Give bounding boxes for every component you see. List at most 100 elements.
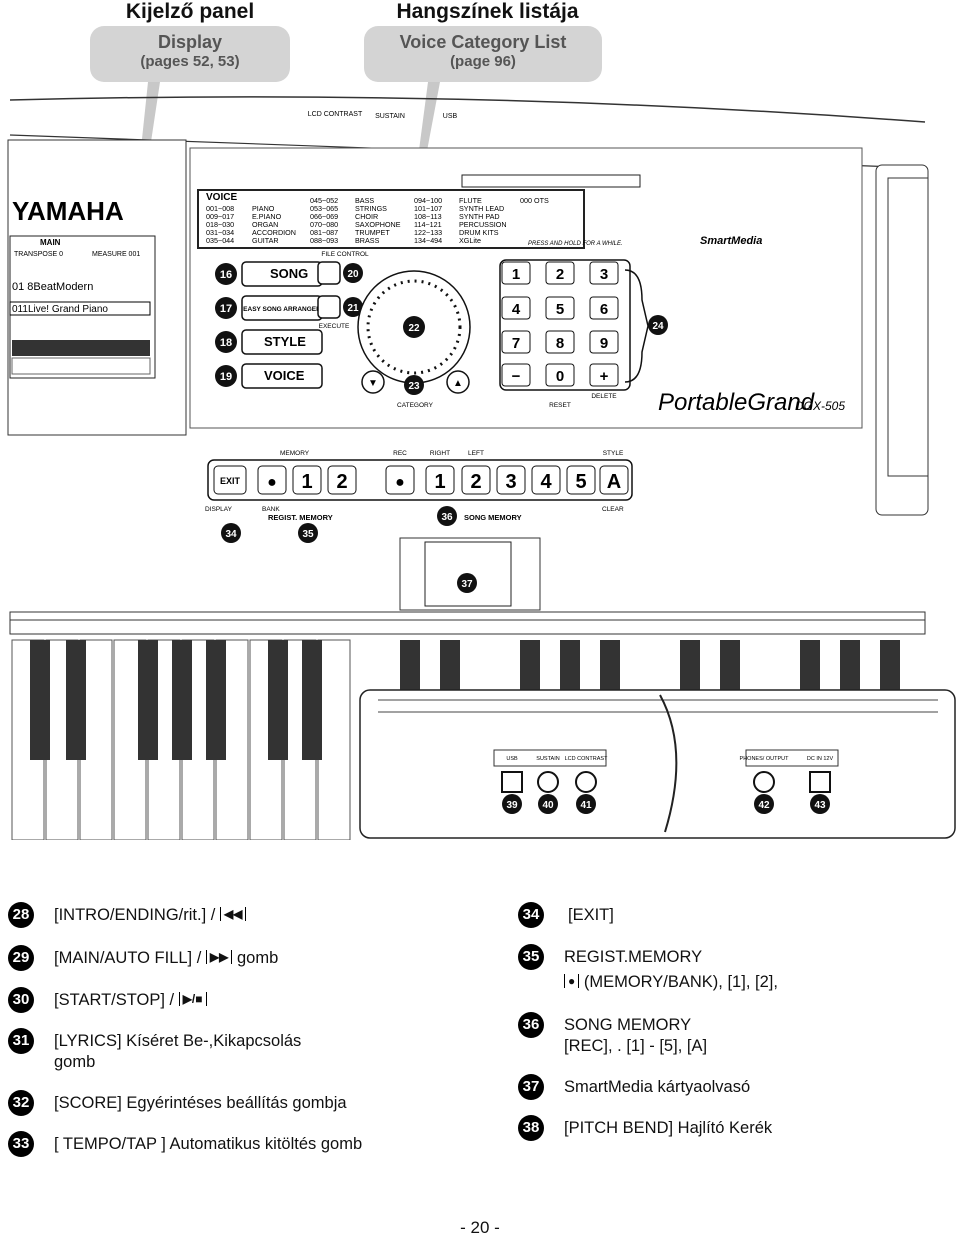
key-7[interactable] xyxy=(501,330,531,354)
category-down-button[interactable] xyxy=(361,370,385,394)
track-1-button[interactable] xyxy=(425,465,455,495)
key-plus[interactable] xyxy=(589,363,619,387)
key-3[interactable] xyxy=(589,261,619,285)
bottom-button-row: EXIT ● 1 2 ● 1 2 3 4 5 A xyxy=(213,465,629,495)
execute-label: EXECUTE xyxy=(319,323,350,330)
chevron-down-icon: ▼ xyxy=(368,378,378,389)
rear-phones-label: PHONES/ OUTPUT xyxy=(740,756,790,762)
key-1[interactable] xyxy=(501,261,531,285)
svg-text:081~087: 081~087 xyxy=(310,228,338,237)
key-6[interactable] xyxy=(589,296,619,320)
memory-bank-button[interactable] xyxy=(257,465,287,495)
svg-text:4: 4 xyxy=(540,471,552,493)
svg-text:1: 1 xyxy=(434,471,445,493)
category-up-button[interactable] xyxy=(446,370,470,394)
voice-header: VOICE xyxy=(206,192,237,203)
svg-text:114~121: 114~121 xyxy=(414,220,442,229)
style-label: STYLE xyxy=(603,450,624,457)
display-callout-sub: (pages 52, 53) xyxy=(140,53,240,70)
svg-text:134~494: 134~494 xyxy=(414,236,442,245)
svg-text:GUITAR: GUITAR xyxy=(252,236,279,245)
voice-callout-title: Voice Category List xyxy=(399,32,567,52)
legend-text-line2: gomb xyxy=(54,1053,96,1071)
usb-port[interactable] xyxy=(501,771,523,793)
svg-text:EXIT: EXIT xyxy=(220,476,241,486)
rear-dcin-label: DC IN 12V xyxy=(807,756,834,762)
regist-2-button[interactable] xyxy=(327,465,357,495)
rear-sustain-label: SUSTAIN xyxy=(536,756,559,762)
svg-text:FLUTE: FLUTE xyxy=(459,196,482,205)
song-memory-label: SONG MEMORY xyxy=(464,513,522,522)
track-4-button[interactable] xyxy=(531,465,561,495)
dc-in-jack[interactable] xyxy=(809,771,831,793)
lcd-transpose: TRANSPOSE 0 xyxy=(14,251,63,258)
svg-text:A: A xyxy=(607,471,621,493)
file-control-button[interactable] xyxy=(317,261,341,285)
keyboard-panel-illustration: LCD CONTRAST SUSTAIN USB YAMAHA MAIN TRA… xyxy=(7,82,956,840)
phones-jack[interactable] xyxy=(753,771,775,793)
sustain-jack[interactable] xyxy=(537,771,559,793)
legend-text: [LYRICS] Kíséret Be-,Kikapcsolás xyxy=(54,1032,302,1050)
rec-button[interactable] xyxy=(385,465,415,495)
key-0[interactable] xyxy=(545,363,575,387)
track-3-button[interactable] xyxy=(496,465,526,495)
memory-label: MEMORY xyxy=(280,450,310,457)
legend-text: SmartMedia kártyaolvasó xyxy=(564,1078,751,1096)
callout-42: 42 xyxy=(758,800,770,811)
svg-text:SAXOPHONE: SAXOPHONE xyxy=(355,220,401,229)
callout-badge: 33 xyxy=(8,1131,34,1157)
track-5-button[interactable] xyxy=(566,465,596,495)
key-4[interactable] xyxy=(501,296,531,320)
svg-text:PERCUSSION: PERCUSSION xyxy=(459,220,507,229)
fast-forward-icon: ▶▶ xyxy=(205,950,233,964)
lcd-voice: 011Live! Grand Piano xyxy=(12,304,108,315)
legend-text: SONG MEMORY xyxy=(564,1016,692,1034)
play-stop-icon: ▶/■ xyxy=(178,992,207,1006)
callout-34: 34 xyxy=(225,529,237,540)
svg-text:101~107: 101~107 xyxy=(414,204,442,213)
lcd-style: 01 8BeatModern xyxy=(12,281,93,293)
lcd-main: MAIN xyxy=(40,238,61,247)
bank-label: BANK xyxy=(262,506,280,513)
legend-text: [START/STOP] / xyxy=(54,991,175,1009)
svg-text:088~093: 088~093 xyxy=(310,236,338,245)
press-hold-note: PRESS AND HOLD FOR A WHILE. xyxy=(528,241,623,247)
numeric-keypad: 1 2 3 4 5 6 7 8 9 − 0 + xyxy=(499,259,631,391)
svg-text:SONG: SONG xyxy=(270,266,308,281)
svg-text:9: 9 xyxy=(600,335,608,352)
svg-text:066~069: 066~069 xyxy=(310,212,338,221)
record-icon: ● xyxy=(564,974,580,988)
regist-1-button[interactable] xyxy=(292,465,322,495)
track-2-button[interactable] xyxy=(461,465,491,495)
svg-text:●: ● xyxy=(395,474,405,491)
svg-text:001~008: 001~008 xyxy=(206,204,234,213)
svg-text:6: 6 xyxy=(600,301,608,318)
display-callout-title: Display xyxy=(157,32,223,52)
svg-text:BRASS: BRASS xyxy=(355,236,380,245)
callout-40: 40 xyxy=(542,800,554,811)
svg-text:4: 4 xyxy=(512,301,521,318)
legend-text: REGIST.MEMORY xyxy=(564,948,703,966)
legend-text: [ TEMPO/TAP ] Automatikus kitöltés gomb xyxy=(54,1135,363,1153)
voice-button[interactable] xyxy=(241,363,323,389)
key-8[interactable] xyxy=(545,330,575,354)
key-5[interactable] xyxy=(545,296,575,320)
svg-text:TRUMPET: TRUMPET xyxy=(355,228,390,237)
callout-23: 23 xyxy=(408,381,420,392)
execute-button[interactable] xyxy=(317,295,341,319)
style-button[interactable] xyxy=(241,329,323,355)
reset-label: RESET xyxy=(549,402,571,409)
jack-label-lcd: LCD CONTRAST xyxy=(308,111,363,118)
svg-text:SYNTH PAD: SYNTH PAD xyxy=(459,212,500,221)
lcd-contrast-knob[interactable] xyxy=(575,771,597,793)
exit-button[interactable] xyxy=(213,465,247,495)
svg-text:031~034: 031~034 xyxy=(206,228,234,237)
svg-text:3: 3 xyxy=(505,471,516,493)
key-minus[interactable] xyxy=(501,363,531,387)
key-2[interactable] xyxy=(545,261,575,285)
key-9[interactable] xyxy=(589,330,619,354)
svg-text:2: 2 xyxy=(470,471,481,493)
callout-badge: 38 xyxy=(518,1115,544,1141)
track-a-button[interactable] xyxy=(599,465,629,495)
legend-text-suffix: gomb xyxy=(236,949,279,967)
